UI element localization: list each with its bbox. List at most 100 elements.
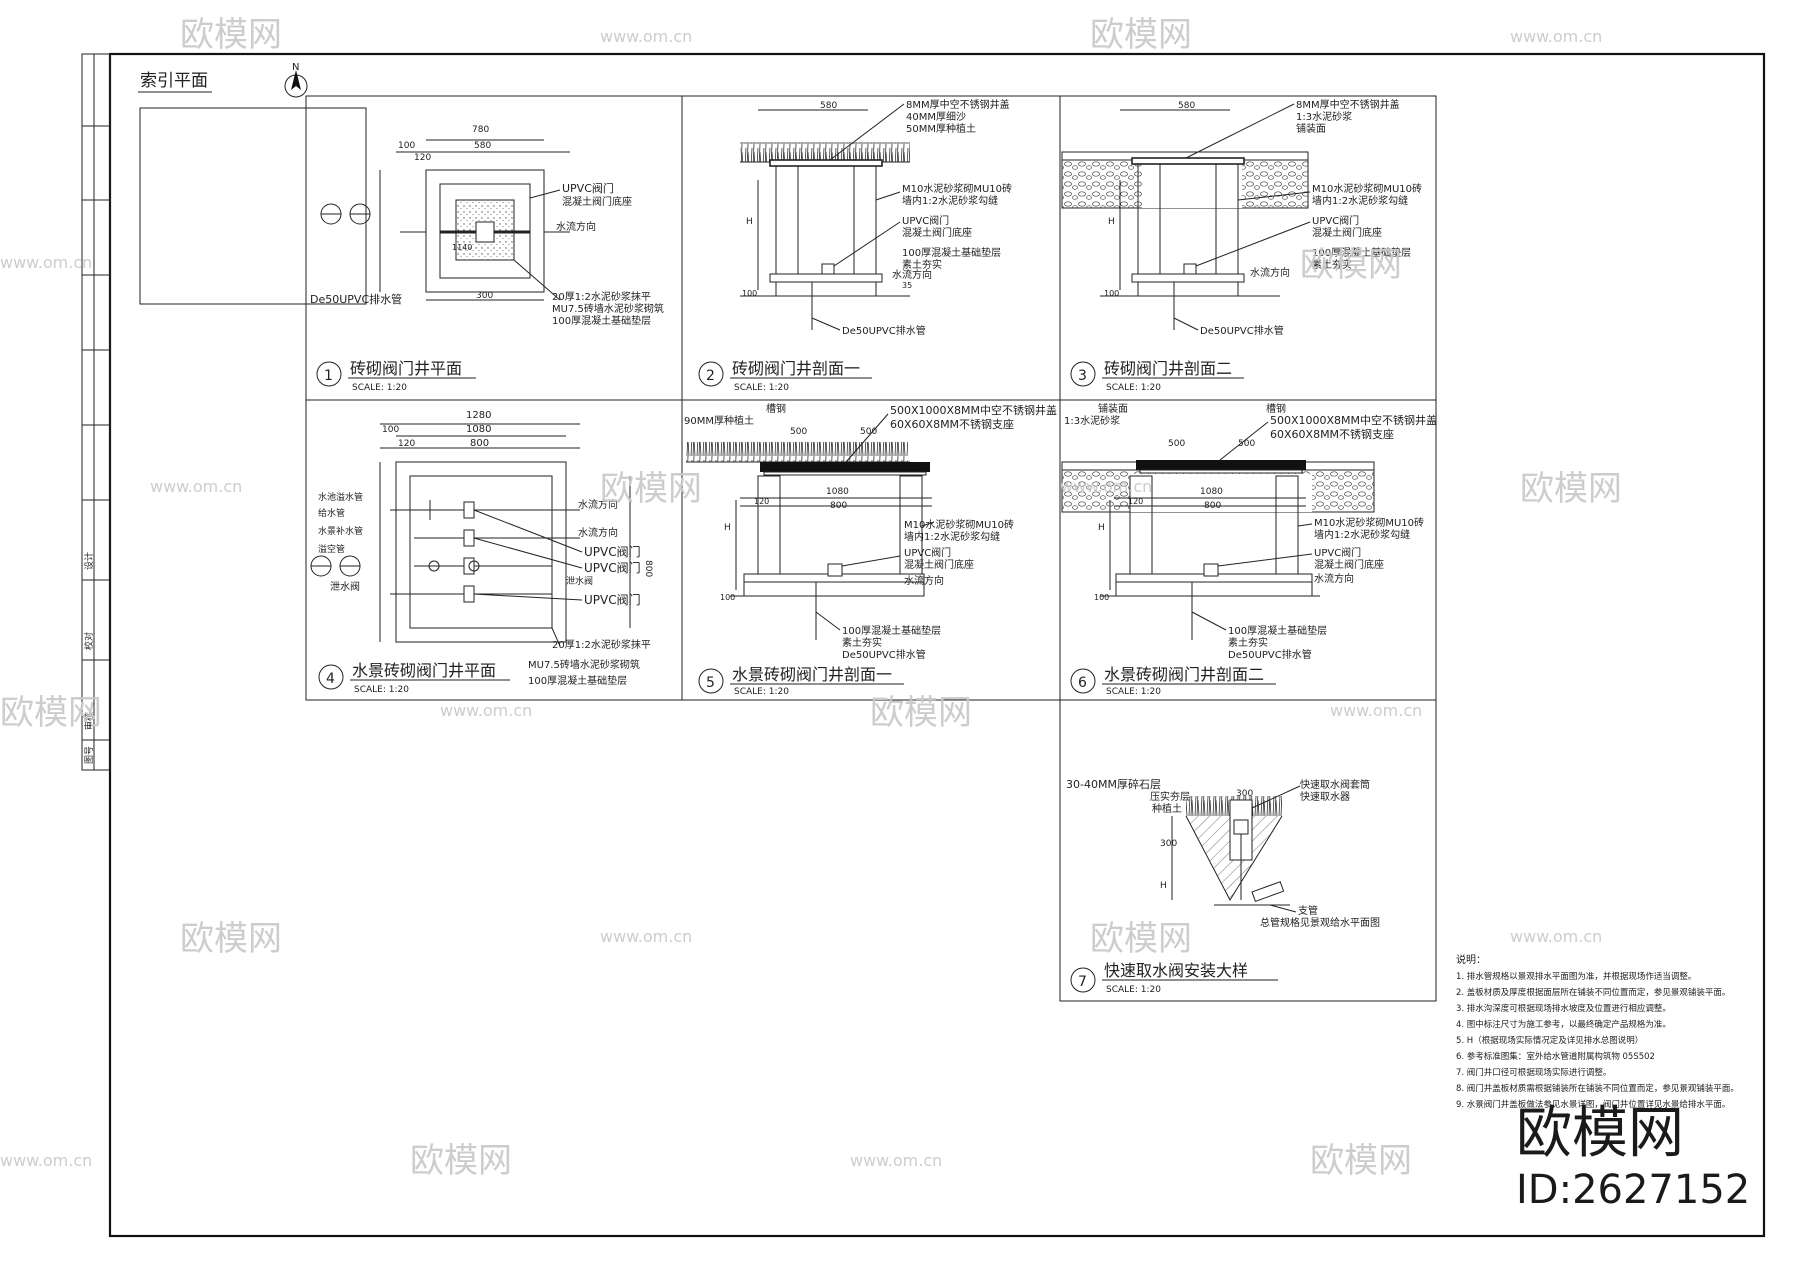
watermark-url: www.om.cn [1330, 701, 1422, 720]
p6-label-4: 60X60X8MM不锈钢支座 [1270, 427, 1394, 441]
note-item-4: 4. 图中标注尺寸为施工参考，以最终确定产品规格为准。 [1456, 1019, 1671, 1030]
panel-titles: 1 砖砌阀门井平面 SCALE: 1:20 2 砖砌阀门井剖面一 SCALE: … [316, 359, 1278, 995]
watermark-brand: 欧模网 [600, 469, 702, 509]
p2-label-6: 混凝土阀门底座 [902, 226, 972, 239]
p2-label-2: 50MM厚种植土 [906, 122, 976, 135]
p3-label-2: 铺装面 [1296, 122, 1326, 135]
watermark-brand: 欧模网 [180, 15, 282, 55]
panel-1-labels: UPVC阀门 混凝土阀门底座 水流方向 20厚1:2水泥砂浆抹平 MU7.5砖墙… [310, 181, 664, 327]
panel-number-4: 4 [326, 671, 335, 687]
sidebar-text-review: 审核 [83, 712, 95, 730]
panel-title-2: 2 砖砌阀门井剖面一 SCALE: 1:20 [698, 359, 872, 393]
p6-label-3: 500X1000X8MM中空不锈钢井盖 [1270, 413, 1437, 427]
panel-4-dims: 1280 1080 800 100 120 800 [382, 410, 653, 577]
p1-dim-100: 100 [398, 141, 415, 151]
p5-label-3: 60X60X8MM不锈钢支座 [890, 417, 1014, 431]
p5-dim-100: 100 [720, 593, 735, 602]
p4-label-11: 20厚1:2水泥砂浆抹平 [552, 638, 651, 651]
panel-title-1: 1 砖砌阀门井平面 SCALE: 1:20 [316, 359, 476, 393]
p5-label-4: M10水泥砂浆砌MU10砖 [904, 518, 1014, 531]
p6-dim-1080: 1080 [1200, 487, 1223, 497]
p2-label-0: 8MM厚中空不锈钢井盖 [906, 98, 1010, 111]
panel-title-text-2: 砖砌阀门井剖面一 [732, 359, 860, 378]
watermark-url: www.om.cn [600, 27, 692, 46]
panel-title-4: 4 水景砖砌阀门井平面 SCALE: 1:20 [318, 661, 510, 695]
panel-2-labels: 8MM厚中空不锈钢井盖 40MM厚细沙 50MM厚种植土 M10水泥砂浆砌MU1… [811, 98, 1012, 337]
p7-label-4: 快速取水器 [1300, 791, 1350, 803]
p3-label-3: M10水泥砂浆砌MU10砖 [1312, 182, 1422, 195]
p3-label-0: 8MM厚中空不锈钢井盖 [1296, 98, 1400, 111]
p6-dim-120: 120 [1128, 497, 1143, 506]
panel-number-2: 2 [706, 368, 715, 384]
p7-dim-h: H [1160, 881, 1167, 891]
panel-1-drawing [320, 139, 570, 301]
p7-dim-300: 300 [1160, 839, 1177, 849]
watermark-url: www.om.cn [150, 477, 242, 496]
p1-dim-780: 780 [472, 125, 489, 135]
note-item-8: 8. 阀门井盖板材质需根据铺装所在铺装不同位置而定，参见景观铺装平面。 [1456, 1083, 1739, 1094]
watermark-brand: 欧模网 [870, 693, 972, 733]
panel-scale-7: SCALE: 1:20 [1106, 985, 1161, 995]
panel-7-drawing [1171, 796, 1290, 906]
panel-1-dims: 780 580 100 120 300 1140 [398, 125, 493, 301]
p2-dim-580: 580 [820, 101, 837, 111]
panel-scale-3: SCALE: 1:20 [1106, 383, 1161, 393]
panel-3-dims: 580 H 100 [1104, 101, 1195, 298]
sidebar-text-check: 校对 [83, 632, 95, 650]
id-badge-brand: 欧模网 [1516, 1101, 1684, 1166]
panel-6-dims: 500 500 1080 120 800 H 100 [1094, 439, 1255, 602]
p4-label-3: 溢空管 [318, 543, 345, 555]
p2-dim-100: 100 [742, 289, 757, 298]
p7-label-6: 总管规格见景观给水平面图 [1260, 916, 1380, 929]
p1-label-4: MU7.5砖墙水泥砂浆砌筑 [552, 302, 664, 315]
p5-dim-1080: 1080 [826, 487, 849, 497]
p5-label-11: De50UPVC排水管 [842, 648, 926, 661]
p2-label-4: 墙内1:2水泥砂浆勾缝 [902, 194, 998, 207]
panel-scale-1: SCALE: 1:20 [352, 383, 407, 393]
watermark-url: www.om.cn [600, 927, 692, 946]
p1-label-1: 混凝土阀门底座 [562, 195, 632, 208]
panel-2-dims: 580 H 100 35 [742, 101, 912, 298]
p4-label-12: MU7.5砖墙水泥砂浆砌筑 [528, 658, 640, 671]
panel-number-7: 7 [1078, 974, 1087, 990]
p3-dim-100: 100 [1104, 289, 1119, 298]
note-item-1: 1. 排水管规格以景观排水平面图为准，并根据现场作适当调整。 [1456, 971, 1696, 982]
sidebar-text-drawing-no: 图号 [84, 746, 95, 764]
panel-number-6: 6 [1078, 675, 1087, 691]
p4-dim-800-v: 800 [643, 560, 653, 577]
panel-title-text-6: 水景砖砌阀门井剖面二 [1104, 665, 1264, 684]
notes-block: 说明： 1. 排水管规格以景观排水平面图为准，并根据现场作适当调整。 2. 盖板… [1456, 953, 1739, 1110]
p5-label-2: 500X1000X8MM中空不锈钢井盖 [890, 403, 1057, 417]
watermark-brand: 欧模网 [0, 693, 102, 733]
panel-6-labels: 铺装面 1:3水泥砂浆 槽钢 500X1000X8MM中空不锈钢井盖 60X60… [1064, 402, 1437, 661]
p1-label-2: 水流方向 [556, 220, 596, 233]
panel-title-6: 6 水景砖砌阀门井剖面二 SCALE: 1:20 [1070, 665, 1276, 697]
p2-label-8: 素土夯实 [902, 258, 942, 271]
panel-title-text-5: 水景砖砌阀门井剖面一 [732, 665, 892, 684]
note-item-2: 2. 盖板材质及厚度根据面层所在铺装不同位置而定，参见景观铺装平面。 [1456, 987, 1730, 998]
p2-label-3: M10水泥砂浆砌MU10砖 [902, 182, 1012, 195]
p5-label-8: 水流方向 [904, 574, 944, 587]
north-label: N [292, 62, 299, 73]
p4-label-9: UPVC阀门 [584, 592, 641, 607]
p6-label-6: 墙内1:2水泥砂浆勾缝 [1314, 528, 1410, 541]
p6-label-8: 混凝土阀门底座 [1314, 558, 1384, 571]
panel-title-text-1: 砖砌阀门井平面 [350, 359, 462, 378]
watermark-url: www.om.cn [0, 1151, 92, 1170]
p5-dim-120: 120 [754, 497, 769, 506]
p3-label-7: 100厚混凝土基础垫层 [1312, 246, 1411, 259]
panel-4-drawing [310, 423, 631, 643]
p6-dim-100: 100 [1094, 593, 1109, 602]
p3-label-4: 墙内1:2水泥砂浆勾缝 [1312, 194, 1408, 207]
p4-label-10: 泄水阀 [330, 580, 360, 593]
p4-label-5: 水流方向 [578, 498, 618, 511]
sidebar-texts: 设计 校对 审核 图号 [83, 552, 95, 764]
p4-label-8: UPVC阀门 [584, 560, 641, 575]
watermark-brand: 欧模网 [1310, 1141, 1412, 1181]
p4-label-7: UPVC阀门 [584, 544, 641, 559]
p7-label-2: 种植土 [1152, 802, 1182, 815]
panel-title-5: 5 水景砖砌阀门井剖面一 SCALE: 1:20 [698, 665, 904, 697]
p4-dim-120: 120 [398, 439, 415, 449]
p4-label-0: 水池溢水管 [318, 491, 363, 503]
sidebar-text-design: 设计 [83, 552, 95, 570]
